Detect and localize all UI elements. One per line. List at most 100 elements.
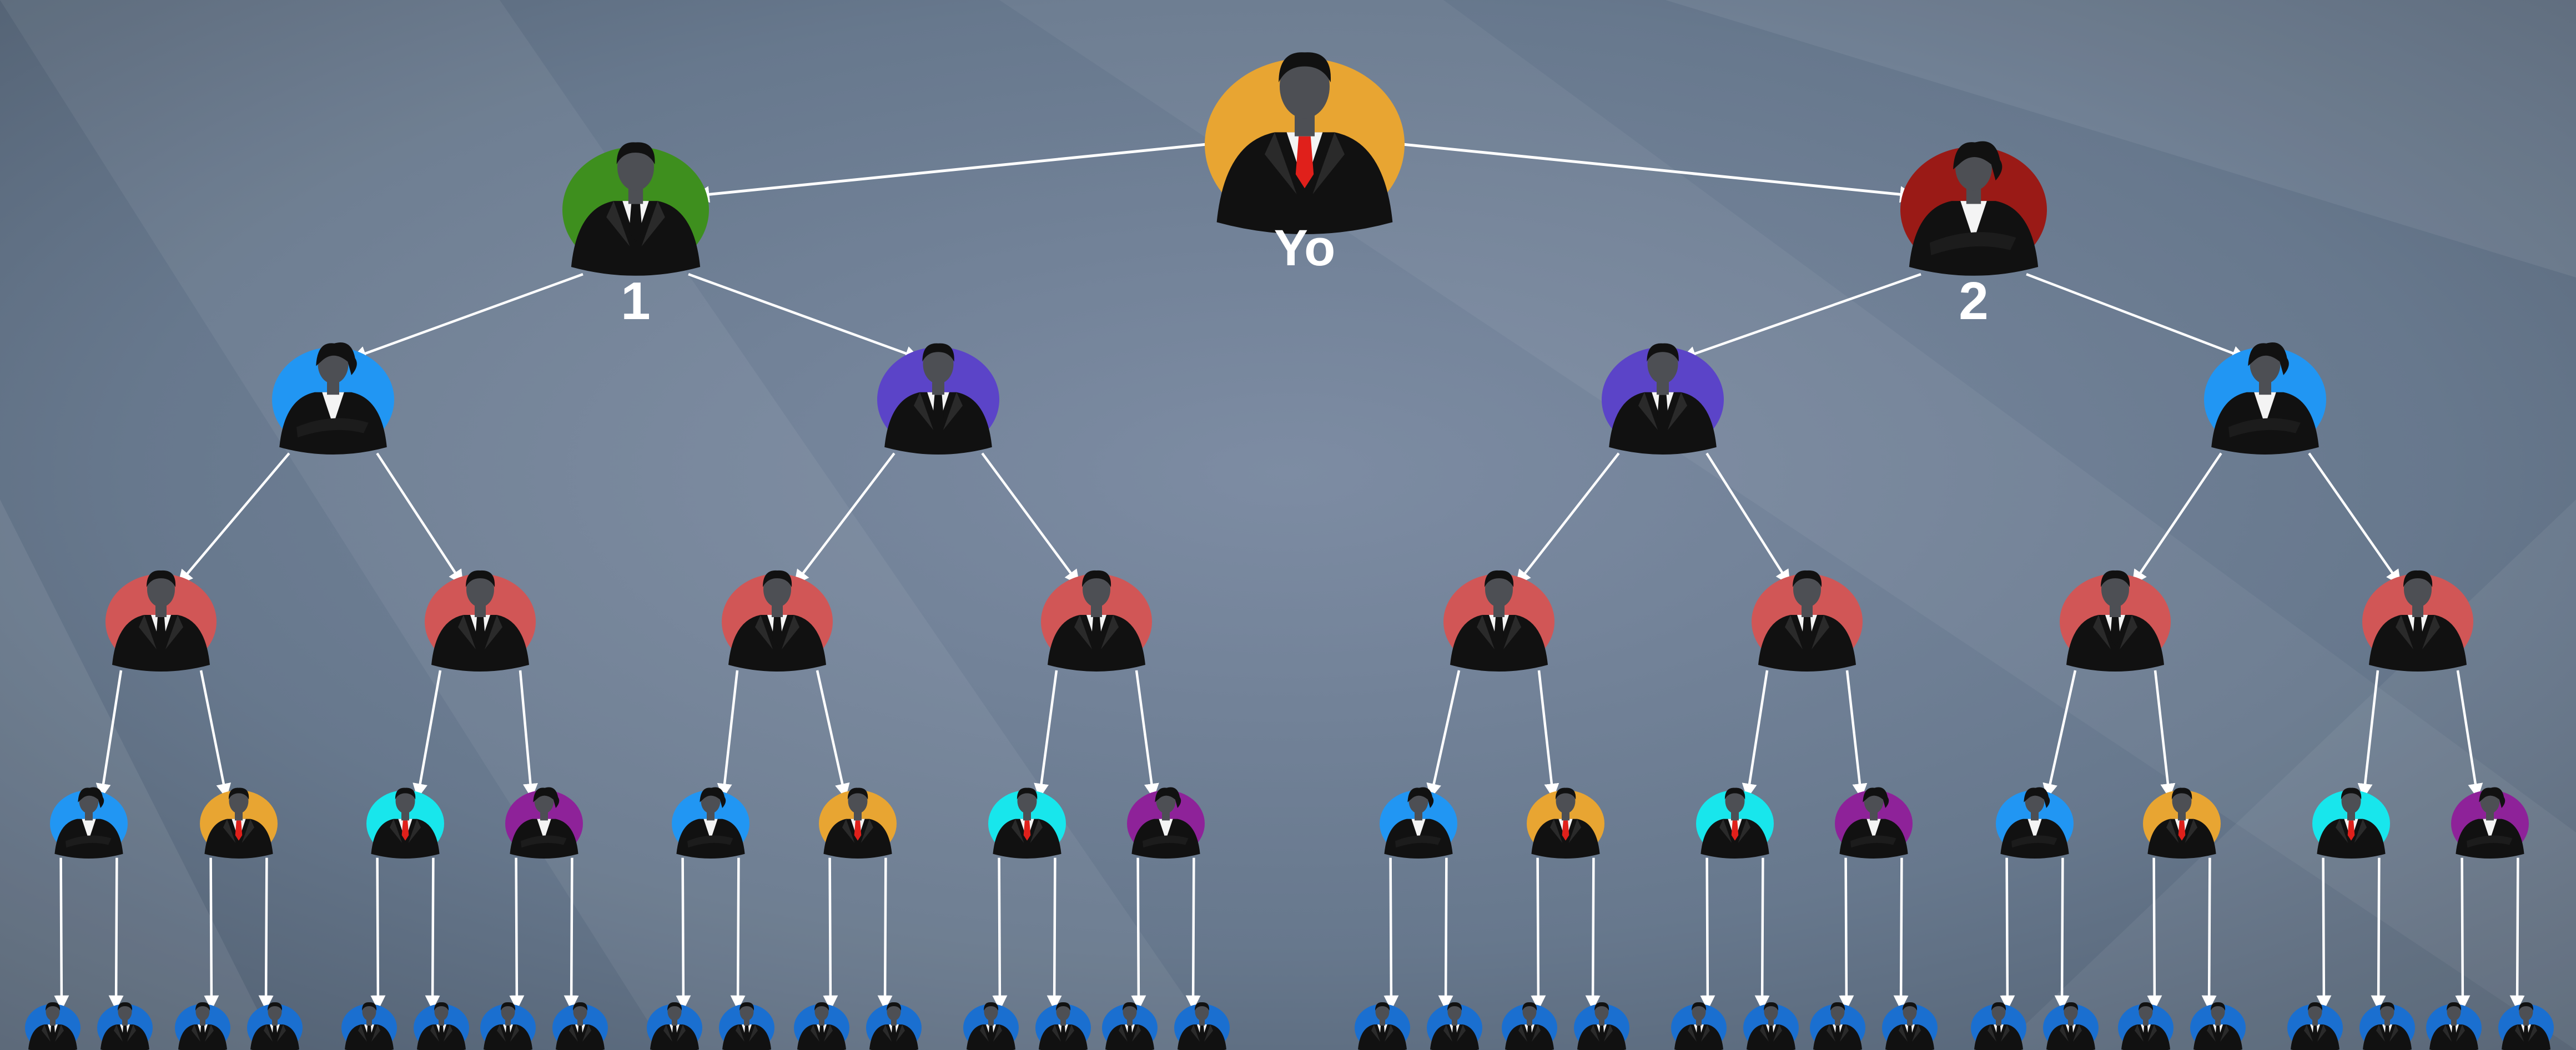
lapel xyxy=(2166,819,2179,843)
tree-edge xyxy=(1705,452,1790,585)
hair xyxy=(1991,1002,2006,1011)
neck xyxy=(155,605,167,617)
neck xyxy=(439,1019,444,1026)
tree-edge xyxy=(1034,670,1058,799)
level-5-node xyxy=(1671,1002,1727,1050)
lapel xyxy=(2207,1024,2216,1042)
head xyxy=(1447,1003,1462,1021)
lapel xyxy=(1065,1024,1074,1042)
lapel xyxy=(2148,1024,2157,1042)
neck xyxy=(2412,605,2423,617)
tie xyxy=(1657,395,1668,427)
tie xyxy=(819,1026,824,1040)
neck xyxy=(2451,1019,2457,1026)
tree-edge xyxy=(2316,857,2332,1011)
tie xyxy=(1527,1026,1532,1040)
lapel xyxy=(1667,392,1687,430)
lapel xyxy=(1371,1024,1380,1042)
tree-edge xyxy=(204,857,219,1011)
shirt xyxy=(2254,392,2276,426)
tie xyxy=(1494,617,1504,646)
tie xyxy=(235,820,243,841)
level-4-node xyxy=(2451,787,2529,859)
lapel xyxy=(1132,1024,1141,1042)
neck xyxy=(1060,1019,1066,1026)
lapel xyxy=(1385,1024,1393,1042)
neck xyxy=(2215,1019,2221,1026)
tie xyxy=(2178,820,2186,841)
tree-edge xyxy=(1681,273,1921,361)
lapel xyxy=(55,1024,64,1042)
tie xyxy=(933,395,944,427)
level-2-node xyxy=(272,342,394,455)
tree-edge xyxy=(2201,857,2217,1011)
hair xyxy=(700,787,726,808)
tie xyxy=(1996,1026,2001,1040)
level-4-node xyxy=(2143,787,2221,859)
neck xyxy=(2068,1019,2074,1026)
tree-edge xyxy=(692,143,1207,203)
level-5-node xyxy=(414,1002,469,1050)
head xyxy=(395,789,415,814)
neck xyxy=(1415,812,1422,821)
hair xyxy=(118,1002,133,1011)
hair xyxy=(501,1002,516,1011)
hair xyxy=(1863,787,1889,808)
hair xyxy=(195,1002,210,1011)
tree-edge xyxy=(509,857,525,1011)
lapel xyxy=(1785,615,1803,649)
tree-labels: Yo 1 2 xyxy=(621,220,1988,331)
tie xyxy=(2523,1026,2529,1040)
lapel xyxy=(485,615,502,649)
level-4-node xyxy=(1380,787,1457,859)
level-4-node xyxy=(2312,787,2390,859)
lapel xyxy=(2093,615,2111,649)
lapel xyxy=(980,1024,989,1042)
lapel xyxy=(2060,1024,2069,1042)
tree-edge xyxy=(2455,857,2471,1011)
tree-edge xyxy=(2000,857,2015,1011)
neck xyxy=(85,812,93,821)
arms xyxy=(66,835,112,848)
lapel xyxy=(993,1024,1002,1042)
level-5-node xyxy=(1810,1002,1865,1050)
lapel xyxy=(1204,1024,1213,1042)
lapel xyxy=(497,1024,506,1042)
hair xyxy=(1375,1002,1390,1011)
tie xyxy=(1768,1026,1774,1040)
tree-edge xyxy=(108,857,124,1011)
tree-edge xyxy=(519,670,538,799)
arms xyxy=(1929,232,2016,255)
head xyxy=(1083,572,1110,607)
tree-edge xyxy=(794,452,895,585)
neck xyxy=(2110,605,2121,617)
neck xyxy=(2486,812,2494,821)
lapel xyxy=(943,392,963,430)
neck xyxy=(1493,605,1505,617)
level-5-node xyxy=(2118,1002,2174,1050)
lapel xyxy=(1568,819,1581,843)
hair xyxy=(1793,570,1822,587)
head xyxy=(2172,789,2192,814)
background-streak xyxy=(0,0,1221,1050)
tree-edge xyxy=(1131,857,1146,1011)
neck xyxy=(2523,1019,2529,1026)
head xyxy=(2211,1003,2225,1021)
neck xyxy=(272,1019,278,1026)
tie xyxy=(2384,1026,2390,1040)
level-3-node xyxy=(722,570,833,672)
head xyxy=(2101,572,2129,607)
tree-edge xyxy=(564,857,579,1011)
hair xyxy=(434,1002,449,1011)
lapel xyxy=(677,1024,686,1042)
head xyxy=(763,572,791,607)
head xyxy=(887,1003,901,1021)
lapel xyxy=(408,819,421,843)
neck xyxy=(1996,1019,2001,1026)
lapel xyxy=(165,615,183,649)
lapel xyxy=(223,819,236,843)
hair xyxy=(228,787,249,800)
lapel xyxy=(2354,819,2367,843)
neck xyxy=(401,812,409,821)
